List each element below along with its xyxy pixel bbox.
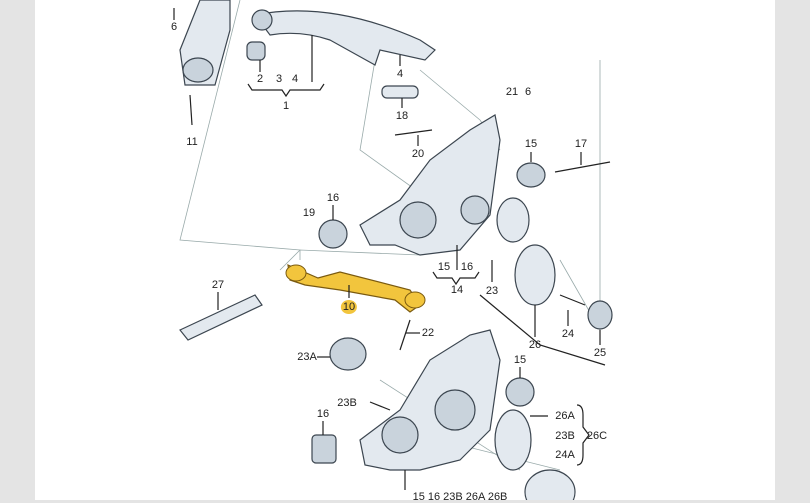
label-16b[interactable]: 16 (460, 261, 474, 273)
trailing-arm-bushing (179, 0, 231, 86)
label-26[interactable]: 26 (528, 339, 542, 351)
label-6[interactable]: 6 (170, 21, 178, 33)
bolt-24 (559, 294, 586, 306)
label-23b[interactable]: 23B (337, 397, 357, 409)
wheel-carrier-lower (359, 329, 501, 471)
label-19[interactable]: 19 (302, 207, 316, 219)
label-23b-kit[interactable]: 23B (555, 430, 575, 442)
label-3[interactable]: 3 (275, 73, 283, 85)
wheel-carrier-upper (359, 114, 501, 256)
label-16[interactable]: 16 (326, 192, 340, 204)
bushing-15-lower (505, 377, 535, 407)
wheel-bearing-26a (494, 409, 532, 471)
bolt-17 (554, 161, 611, 173)
label-24a[interactable]: 24A (555, 449, 575, 461)
label-15c[interactable]: 15 (513, 354, 527, 366)
cap-25 (587, 300, 613, 330)
label-14[interactable]: 14 (450, 284, 464, 296)
parts-diagram: 6 2 3 4 1 4 18 11 20 21 6 15 17 16 19 15… (35, 0, 775, 503)
bushing-23a (329, 337, 367, 371)
label-26a[interactable]: 26A (555, 410, 575, 422)
bushing-16 (318, 219, 348, 249)
label-18[interactable]: 18 (395, 110, 409, 122)
bushing-16-lower (311, 434, 337, 464)
label-23[interactable]: 23 (485, 285, 499, 297)
label-20[interactable]: 20 (411, 148, 425, 160)
label-15[interactable]: 15 (524, 138, 538, 150)
label-11[interactable]: 11 (186, 136, 198, 148)
dust-shield (496, 197, 530, 243)
label-23a[interactable]: 23A (297, 351, 317, 363)
grease-tube-27 (179, 294, 263, 341)
bolt-20 (394, 129, 433, 136)
diagram-drawing (173, 0, 613, 500)
label-26c[interactable]: 26C (586, 430, 608, 442)
bushing-15 (516, 162, 546, 188)
label-4b[interactable]: 4 (396, 68, 404, 80)
sleeve-18 (381, 85, 419, 99)
label-17[interactable]: 17 (574, 138, 588, 150)
label-6b[interactable]: 6 (524, 86, 532, 98)
label-2[interactable]: 2 (256, 73, 264, 85)
bolt-11 (189, 94, 193, 126)
label-22[interactable]: 22 (421, 327, 435, 339)
label-1[interactable]: 1 (282, 100, 290, 112)
wheel-hub-26 (514, 244, 556, 306)
label-27[interactable]: 27 (211, 279, 225, 291)
wheel-hub-lower (524, 469, 576, 500)
label-15b[interactable]: 15 (437, 261, 451, 273)
label-10-highlighted[interactable]: 10 (340, 300, 358, 314)
label-24[interactable]: 24 (561, 328, 575, 340)
bushing-2 (246, 41, 266, 61)
label-21[interactable]: 21 (505, 86, 519, 98)
leader-lines (173, 8, 606, 490)
label-4[interactable]: 4 (291, 73, 299, 85)
upper-control-arm (251, 9, 436, 66)
bolt-22 (399, 319, 411, 351)
label-bottom-group[interactable]: 15 16 23B 26A 26B (412, 491, 508, 503)
control-arm-10-highlighted (285, 264, 426, 313)
bolt-23b (369, 401, 391, 411)
label-25[interactable]: 25 (593, 347, 607, 359)
label-16c[interactable]: 16 (316, 408, 330, 420)
